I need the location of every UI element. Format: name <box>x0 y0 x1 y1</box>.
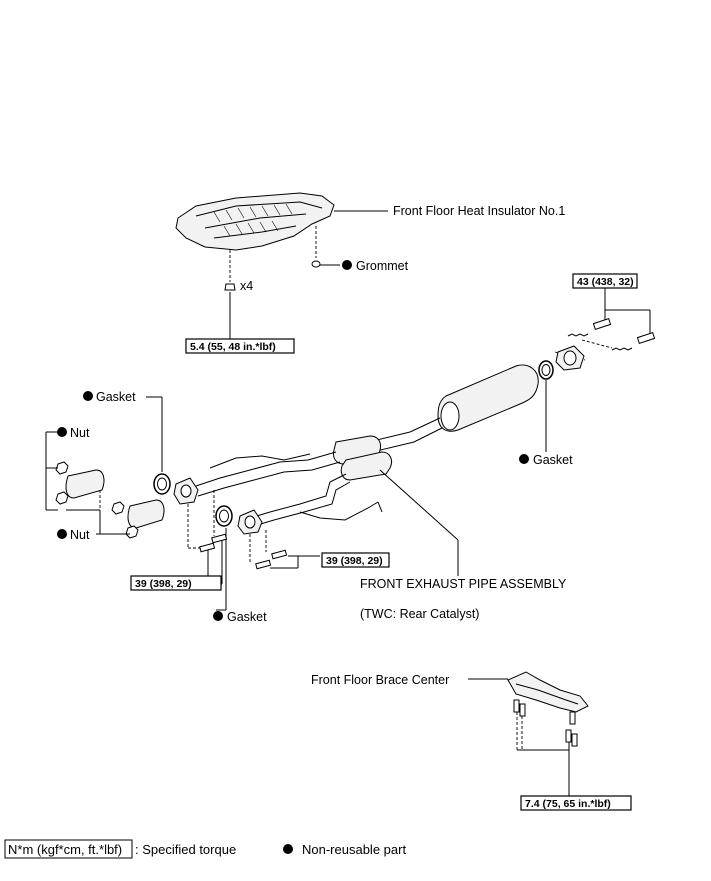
torque-brace: 7.4 (75, 65 in.*lbf) <box>525 798 611 810</box>
black-dot-icon <box>283 844 293 854</box>
left-flange-part <box>173 477 199 505</box>
nut-bottom-label: Nut <box>70 528 90 542</box>
gasket-bottom-label: Gasket <box>227 610 267 624</box>
floor-brace-part <box>507 671 589 713</box>
muffler-part <box>437 364 539 432</box>
torque-box-mid-flange <box>321 552 390 568</box>
legend-torque-desc: : Specified torque <box>135 842 236 857</box>
mid-flange-part <box>237 509 263 535</box>
grommet-label: Grommet <box>356 259 409 273</box>
manifold-stub-upper <box>65 469 105 499</box>
gasket-left-label: Gasket <box>96 390 136 404</box>
black-dot-icon <box>57 529 67 539</box>
rear-flange-bolts <box>567 318 656 351</box>
manifold-stub-lower <box>127 499 165 529</box>
grommet-part <box>311 260 321 268</box>
catalyst-lower <box>340 451 393 481</box>
black-dot-icon <box>57 427 67 437</box>
torque-rear-flange: 43 (438, 32) <box>577 276 634 288</box>
exhaust-assembly-label: FRONT EXHAUST PIPE ASSEMBLY <box>360 577 567 591</box>
insulator-nut-part <box>224 283 236 291</box>
brace-center-label: Front Floor Brace Center <box>311 673 449 687</box>
gasket-right-label: Gasket <box>533 453 573 467</box>
heat-insulator-part <box>175 192 335 251</box>
torque-box-brace <box>520 795 632 811</box>
black-dot-icon <box>83 391 93 401</box>
black-dot-icon <box>342 260 352 270</box>
torque-box-left-flange <box>130 575 222 591</box>
rear-flange-part <box>555 345 585 371</box>
legend-nonreusable: Non-reusable part <box>302 842 406 857</box>
black-dot-icon <box>213 611 223 621</box>
nut-top-label: Nut <box>70 426 90 440</box>
legend-torque-unit: N*m (kgf*cm, ft.*lbf) <box>8 842 122 857</box>
torque-left-flange: 39 (398, 29) <box>135 578 192 590</box>
torque-mid-flange: 39 (398, 29) <box>326 555 383 567</box>
black-dot-icon <box>519 454 529 464</box>
twc-label: (TWC: Rear Catalyst) <box>360 607 479 621</box>
heat-insulator-label: Front Floor Heat Insulator No.1 <box>393 204 565 218</box>
legend-torque-box <box>4 839 133 859</box>
torque-insulator: 5.4 (55, 48 in.*lbf) <box>190 341 276 353</box>
x4-label: x4 <box>240 279 253 293</box>
torque-box-insulator <box>185 338 295 354</box>
